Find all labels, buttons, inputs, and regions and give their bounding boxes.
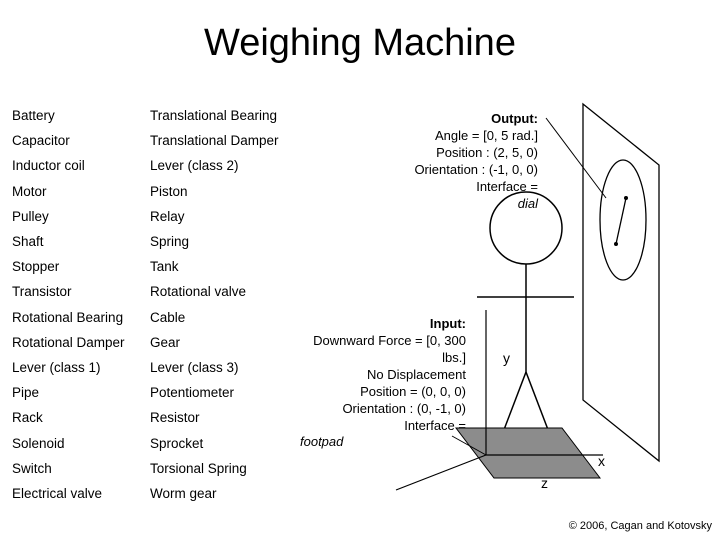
component-label: Pulley (12, 208, 49, 224)
component-label: Capacitor (12, 133, 70, 149)
list-item: Stopper Tank (12, 254, 302, 279)
component-label: Tank (150, 259, 179, 275)
component-label: Resistor (150, 410, 200, 426)
component-label: Translational Damper (150, 133, 279, 149)
dial-needle (615, 197, 627, 245)
component-label: Pipe (12, 385, 40, 401)
output-orientation: Orientation : (-1, 0, 0) (414, 162, 538, 177)
component-label: Lever (class 2) (150, 158, 239, 174)
component-label: Rack (12, 410, 43, 426)
list-item: Capacitor Translational Damper (12, 128, 302, 153)
list-item: Motor Piston (12, 179, 302, 204)
component-label: Relay (150, 208, 185, 224)
input-force-line-2: lbs.] (442, 350, 466, 365)
component-label: Torsional Spring (150, 460, 247, 476)
x-axis-label: x (598, 453, 605, 469)
component-label: Gear (150, 334, 181, 350)
wall-panel (582, 102, 660, 463)
component-label: Sprocket (150, 435, 204, 451)
list-item: Inductor coil Lever (class 2) (12, 153, 302, 178)
input-force-line-1: Downward Force = [0, 300 (313, 333, 466, 348)
list-item: Lever (class 1) Lever (class 3) (12, 355, 302, 380)
component-label: Piston (150, 183, 188, 199)
input-interface-value: footpad (300, 434, 344, 449)
component-label: Rotational Bearing (12, 309, 124, 325)
component-label: Stopper (12, 259, 60, 275)
component-label: Rotational Damper (12, 334, 125, 350)
output-angle: Angle = [0, 5 rad.] (435, 128, 538, 143)
list-item: Solenoid Sprocket (12, 430, 302, 455)
dial-face (599, 159, 647, 281)
copyright-notice: © 2006, Cagan and Kotovsky (568, 520, 712, 532)
component-label: Shaft (12, 234, 44, 250)
component-label: Cable (150, 309, 186, 325)
list-item: Shaft Spring (12, 229, 302, 254)
component-label: Rotational valve (150, 284, 247, 300)
list-item: Electrical valve Worm gear (12, 481, 302, 506)
component-label: Transistor (12, 284, 72, 300)
component-label: Electrical valve (12, 485, 103, 501)
component-label: Translational Bearing (150, 108, 278, 124)
output-interface: Interface = (476, 179, 538, 194)
input-leader-line (451, 435, 487, 456)
component-label: Worm gear (150, 485, 217, 501)
component-label: Lever (class 1) (12, 359, 101, 375)
input-heading: Input: (429, 316, 466, 331)
list-item: Rotational Bearing Cable (12, 305, 302, 330)
input-orientation: Orientation : (0, -1, 0) (342, 401, 466, 416)
input-displacement: No Displacement (367, 367, 466, 382)
output-position: Position : (2, 5, 0) (436, 145, 538, 160)
component-label: Solenoid (12, 435, 65, 451)
output-interface-value: dial (517, 196, 538, 211)
component-label: Battery (12, 108, 55, 124)
dial-needle-pivot (614, 242, 618, 246)
list-item: Pulley Relay (12, 204, 302, 229)
component-label: Inductor coil (12, 158, 85, 174)
z-axis (395, 454, 487, 491)
list-item: Pipe Potentiometer (12, 380, 302, 405)
input-annotation: Input: Downward Force = [0, 300 lbs.] No… (290, 315, 466, 434)
z-axis-label: z (541, 475, 548, 491)
dial-needle-tip (624, 196, 628, 200)
list-item: Rotational Damper Gear (12, 330, 302, 355)
input-position: Position = (0, 0, 0) (360, 384, 466, 399)
component-label: Motor (12, 183, 47, 199)
output-annotation: Output: Angle = [0, 5 rad.] Position : (… (380, 110, 538, 212)
page-title: Weighing Machine (204, 22, 516, 64)
y-axis-label: y (503, 350, 510, 366)
list-item: Switch Torsional Spring (12, 456, 302, 481)
component-label: Spring (150, 234, 190, 250)
list-item: Rack Resistor (12, 405, 302, 430)
component-label: Potentiometer (150, 385, 235, 401)
input-interface: Interface = (404, 418, 466, 433)
list-item: Battery Translational Bearing (12, 103, 302, 128)
footpad (454, 427, 602, 479)
list-item: Transistor Rotational valve (12, 279, 302, 304)
component-label: Lever (class 3) (150, 359, 239, 375)
component-label: Switch (12, 460, 52, 476)
output-heading: Output: (491, 111, 538, 126)
output-leader-line (545, 117, 607, 199)
